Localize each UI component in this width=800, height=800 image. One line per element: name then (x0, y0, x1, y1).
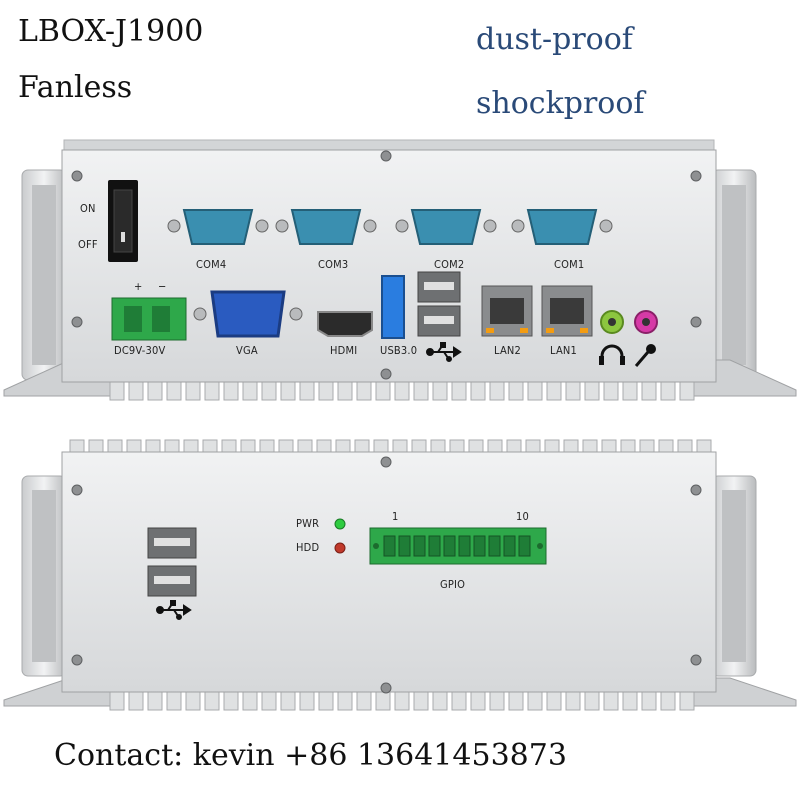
model-name: LBOX-J1900 (18, 14, 204, 49)
power-switch[interactable] (108, 180, 138, 262)
rear-heatsink-left (21, 475, 67, 677)
usb3-port-icon (381, 275, 405, 339)
dc-power-terminal-icon (111, 297, 187, 341)
gpio-pin-slot (398, 535, 411, 557)
com-ports (167, 209, 613, 245)
com3-port-icon (275, 209, 377, 245)
usb-symbol-icon (426, 342, 462, 362)
com4-label: COM4 (196, 258, 227, 271)
vga-port-icon (193, 290, 303, 338)
cooling-label: Fanless (18, 70, 133, 105)
hdmi-port-icon (317, 311, 373, 337)
feature-shockproof: shockproof (476, 86, 645, 121)
com2-port-icon (395, 209, 497, 245)
gpio-pin-last-label: 10 (516, 510, 529, 523)
hdd-label: HDD (296, 541, 320, 554)
gpio-pin-slot (473, 535, 486, 557)
rear-usb-symbol-icon (156, 600, 192, 620)
hdd-led-icon (334, 542, 346, 554)
usb3-label: USB3.0 (380, 344, 418, 357)
dc-plus-label: + (134, 280, 143, 293)
front-panel (61, 149, 717, 383)
microphone-jack-icon (634, 310, 658, 367)
com1-label: COM1 (554, 258, 585, 271)
dc-power-label: DC9V-30V (114, 344, 166, 357)
hdmi-label: HDMI (330, 344, 358, 357)
lan1-port-icon (541, 285, 593, 337)
dc-minus-label: − (158, 280, 167, 293)
com4-port-icon (167, 209, 269, 245)
switch-on-label: ON (80, 202, 96, 215)
com1-port-icon (511, 209, 613, 245)
rear-heatsink-right (711, 475, 757, 677)
com2-label: COM2 (434, 258, 465, 271)
gpio-label: GPIO (440, 578, 466, 591)
contact-line: Contact: kevin +86 13641453873 (54, 738, 567, 773)
front-heatsink-left (21, 169, 67, 381)
gpio-pin-slot (518, 535, 531, 557)
front-heatsink-right (711, 169, 757, 381)
com3-label: COM3 (318, 258, 349, 271)
gpio-pin-slot (413, 535, 426, 557)
pwr-led-icon (334, 518, 346, 530)
feature-dust-proof: dust-proof (476, 22, 633, 57)
gpio-pin-slot (503, 535, 516, 557)
gpio-pin-slot (458, 535, 471, 557)
lan2-port-icon (481, 285, 533, 337)
front-bottom-fins (109, 377, 695, 401)
lan2-label: LAN2 (494, 344, 522, 357)
rear-bottom-fins (109, 687, 695, 711)
rear-usb-ports-icon (147, 527, 197, 597)
audio-out-jack-icon (599, 310, 625, 365)
pwr-label: PWR (296, 517, 320, 530)
gpio-pin-slot (383, 535, 396, 557)
gpio-pin-slot (428, 535, 441, 557)
gpio-pin-slot (488, 535, 501, 557)
gpio-pin-first-label: 1 (392, 510, 399, 523)
vga-label: VGA (236, 344, 258, 357)
lan1-label: LAN1 (550, 344, 578, 357)
switch-off-label: OFF (78, 238, 98, 251)
gpio-pin-slot (443, 535, 456, 557)
dual-usb-port-icon (417, 271, 461, 337)
